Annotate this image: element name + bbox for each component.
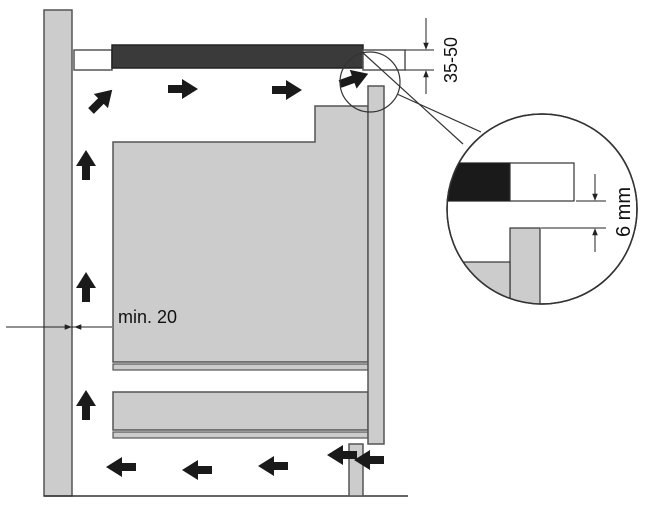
arrow-icon — [182, 460, 212, 480]
worktop-dark-strip — [111, 44, 364, 69]
detail-magnifier — [446, 113, 638, 305]
detail-front-panel — [509, 227, 541, 304]
callout-line — [396, 93, 482, 133]
arrow-icon — [354, 450, 384, 470]
detail-oven-body — [447, 261, 511, 304]
detail-worktop-black — [447, 162, 511, 202]
cabinet-side-wall — [43, 9, 73, 497]
arrow-icon — [106, 457, 136, 477]
top-gap-label: 35-50 — [441, 37, 461, 83]
arrow-icon — [327, 445, 357, 465]
airflow-arrows — [76, 69, 384, 480]
worktop-left-edge — [73, 49, 113, 71]
drawer-trim — [112, 431, 369, 439]
side-gap-label: min. 20 — [118, 307, 177, 327]
arrow-icon — [272, 80, 302, 100]
arrow-icon — [258, 456, 288, 476]
worktop-right-edge — [362, 49, 406, 71]
top-gap-dimension — [405, 18, 434, 94]
drawer — [112, 391, 369, 431]
callout-line — [361, 51, 464, 145]
oven-trim — [112, 363, 369, 371]
arrow-icon — [168, 79, 198, 99]
detail-worktop-edge — [509, 162, 575, 202]
arrow-icon — [76, 272, 96, 302]
arrow-icon — [88, 89, 113, 114]
arrow-icon — [76, 390, 96, 420]
arrow-icon — [76, 150, 96, 180]
arrow-icon — [338, 69, 369, 89]
front-panel — [367, 85, 385, 445]
detail-gap-label: 6 mm — [613, 187, 635, 237]
detail-source-circle — [339, 51, 401, 113]
detail-gap-dimension — [541, 174, 606, 252]
